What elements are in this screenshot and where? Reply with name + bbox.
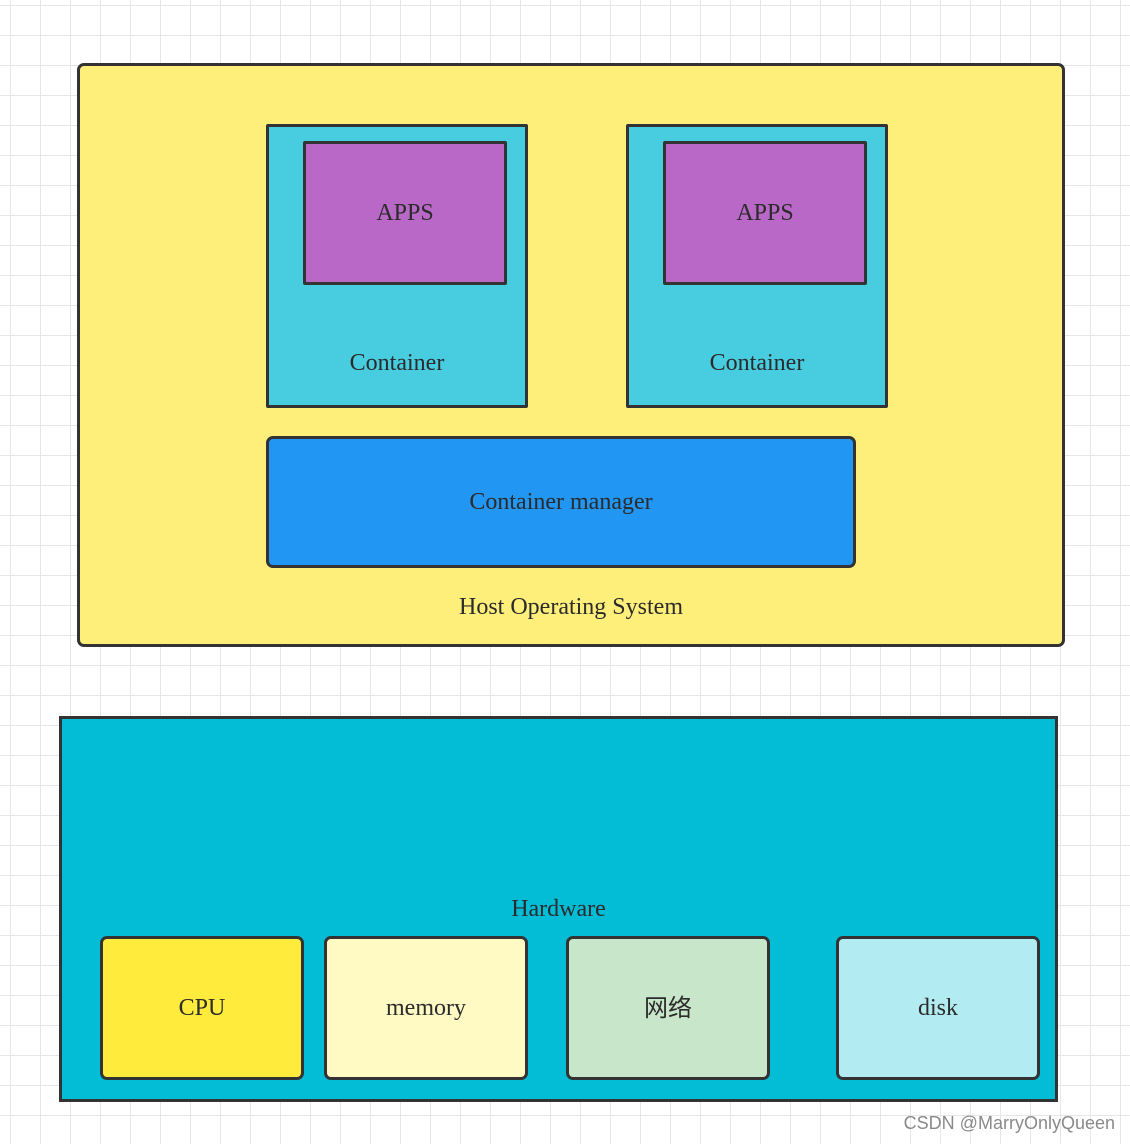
apps-label-1: APPS (376, 200, 434, 226)
hardware-label: Hardware (511, 896, 606, 922)
host-os-label: Host Operating System (459, 594, 683, 620)
container-box-2: APPS Container (626, 124, 888, 408)
cpu-box: CPU (100, 936, 304, 1080)
memory-label: memory (386, 995, 466, 1021)
container-manager-label: Container manager (469, 489, 653, 515)
network-label: 网络 (644, 994, 692, 1022)
disk-label: disk (917, 995, 958, 1021)
apps-label-2: APPS (736, 200, 794, 226)
container-label-1: Container (349, 350, 445, 376)
container-label-2: Container (709, 350, 805, 376)
apps-box-2: APPS (663, 141, 867, 285)
container-manager-box: Container manager (266, 436, 856, 568)
network-box: 网络 (566, 936, 770, 1080)
watermark-text: CSDN @MarryOnlyQueen (903, 1113, 1115, 1133)
cpu-label: CPU (178, 995, 226, 1021)
disk-box: disk (836, 936, 1040, 1080)
apps-box-1: APPS (303, 141, 507, 285)
container-box-1: APPS Container (266, 124, 528, 408)
memory-box: memory (324, 936, 528, 1080)
